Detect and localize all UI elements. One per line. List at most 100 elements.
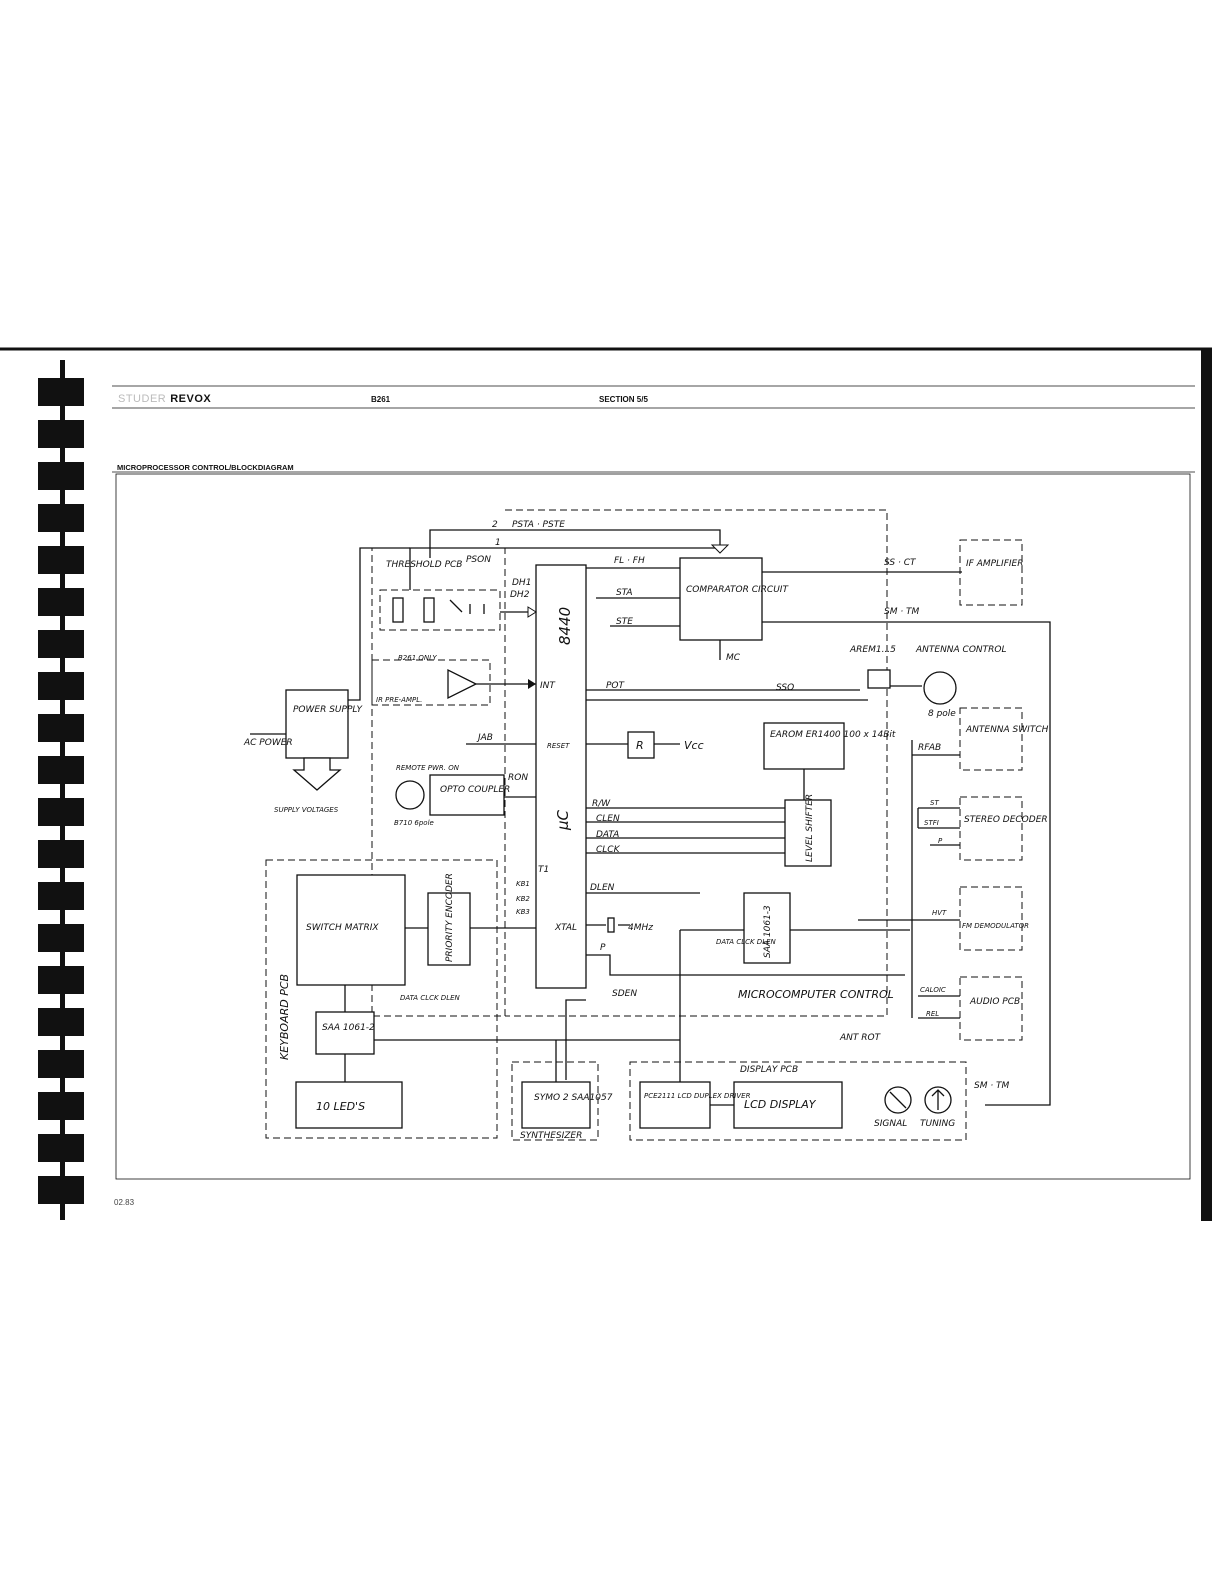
label-threshold: THRESHOLD PCB [386, 560, 462, 570]
label-caloic: CALOIC [920, 986, 946, 994]
label-audio-pcb: AUDIO PCB [969, 997, 1020, 1007]
label-antenna-control: ANTENNA CONTROL [915, 645, 1007, 655]
footer-date: 02.83 [114, 1198, 135, 1207]
switch-matrix-block [296, 874, 406, 986]
label-comparator: COMPARATOR CIRCUIT [686, 585, 789, 595]
label-saa2-inputs: DATA CLCK DLEN [400, 994, 461, 1002]
pin-t1: T1 [538, 865, 549, 875]
ir-preampl-box [371, 659, 491, 706]
label-p-stereo: P [938, 837, 943, 845]
bus-width-pson: 1 [495, 538, 501, 548]
diagram-frame [115, 473, 1191, 1180]
if-amp-box [959, 539, 1023, 606]
antenna-buffer-block [867, 669, 891, 689]
label-lcd-driver: PCE2111 LCD DUPLEX DRIVER [644, 1092, 751, 1100]
display-bus [679, 930, 734, 1106]
right-bus [911, 740, 919, 1018]
comparator-block [679, 557, 763, 641]
earom-block [763, 722, 845, 770]
lcd-display-block [733, 1081, 843, 1129]
resistor-block [627, 731, 655, 759]
label-microcomputer-control: MICROCOMPUTER CONTROL [738, 988, 894, 1001]
page-title: MICROPROCESSOR CONTROL/BLOCKDIAGRAM [117, 463, 294, 472]
leds-block [295, 1081, 403, 1129]
label-saa3-inputs: DATA CLCK DLEN [716, 938, 777, 946]
brand-faded: STUDER [118, 393, 167, 405]
label-p: P [600, 943, 606, 953]
label-ac-power: AC POWER [243, 738, 293, 748]
saa1061-3-block [743, 892, 791, 964]
earom-bus [586, 807, 785, 854]
dh-arrow [527, 606, 537, 618]
bus-width-psta: 2 [492, 520, 498, 530]
saa1061-2-block [315, 1011, 375, 1055]
label-sden: SDEN [612, 989, 637, 999]
psta-wire [429, 529, 721, 558]
p-wire [586, 954, 905, 976]
label-keyboard-pcb: KEYBOARD PCB [278, 974, 291, 1060]
audio-pcb-box [959, 976, 1023, 1041]
label-supply-voltages: SUPPLY VOLTAGES [274, 806, 339, 814]
label-synthesizer: SYNTHESIZER [520, 1131, 582, 1141]
fm-demod-box [959, 886, 1023, 951]
audio-wires [918, 995, 960, 1019]
label-rel: REL [926, 1010, 939, 1018]
pin-kb3: KB3 [516, 908, 530, 916]
label-ss-ct: SS · CT [884, 558, 917, 568]
label-saa3: SAA 1061-3 [763, 905, 773, 958]
stereo-wires [918, 807, 960, 846]
pin-kb1: KB1 [516, 880, 530, 888]
label-ste: STE [616, 617, 633, 627]
antenna-switch-box [959, 707, 1023, 771]
opto-coupler-block [429, 774, 505, 816]
lcd-driver-block [639, 1081, 711, 1129]
sm-tm-wire [762, 621, 1051, 1106]
label-clen: CLEN [596, 814, 620, 824]
mcu-label: 8440 [556, 607, 574, 645]
label-data: DATA [596, 830, 619, 840]
label-signal: SIGNAL [874, 1119, 907, 1129]
label-arem: AREM1...5 [849, 645, 896, 655]
label-8pole: 8 pole [928, 709, 956, 719]
label-power-supply: POWER SUPPLY [293, 705, 364, 715]
label-switch-matrix: SWITCH MATRIX [306, 923, 379, 933]
ps-feed-wire [348, 547, 410, 701]
pot-sso-wires [586, 689, 868, 701]
label-stfi: STFI [924, 819, 939, 827]
label-remote: REMOTE PWR. ON [396, 764, 460, 772]
pin-dh2: DH2 [510, 590, 530, 600]
label-if-amp: IF AMPLIFIER [966, 559, 1023, 569]
label-ant-rot: ANT ROT [839, 1033, 882, 1043]
label-b710: B710 6pole [394, 819, 434, 827]
pin-xtal: XTAL [554, 923, 577, 933]
microcomputer-region [505, 509, 888, 1017]
pin-reset: RESET [547, 742, 570, 750]
label-display-pcb: DISPLAY PCB [740, 1065, 798, 1075]
priority-encoder-block [427, 892, 471, 966]
label-st: ST [930, 799, 939, 807]
level-shifter-block [784, 799, 832, 867]
label-level-shifter: LEVEL SHIFTER [805, 794, 815, 862]
label-opto: OPTO COUPLER [440, 785, 510, 795]
label-earom: EAROM ER1400 100 x 14Bit [770, 730, 896, 740]
int-arrow [528, 679, 536, 689]
label-sm-tm-bottom: SM · TM [974, 1081, 1010, 1091]
label-priority-encoder: PRIORITY ENCODER [445, 873, 455, 962]
mcu-block [535, 564, 587, 989]
label-antenna-switch: ANTENNA SWITCH [965, 725, 1049, 735]
model-number: B261 [371, 395, 391, 404]
label-sso: SSO [776, 683, 794, 693]
antenna-8pole-connector [923, 671, 957, 705]
sden-wire [565, 999, 586, 1080]
section-number: SECTION 5/5 [599, 395, 648, 404]
mcu-symbol: µC [554, 809, 572, 831]
label-pot: POT [606, 681, 626, 691]
display-pcb-region [629, 1061, 967, 1141]
crystal [607, 917, 615, 933]
label-b261-only: B261 ONLY [398, 654, 437, 662]
keyboard-pcb-region [265, 859, 498, 1139]
right-border [1201, 349, 1212, 1221]
ir-amplifier [447, 668, 478, 700]
